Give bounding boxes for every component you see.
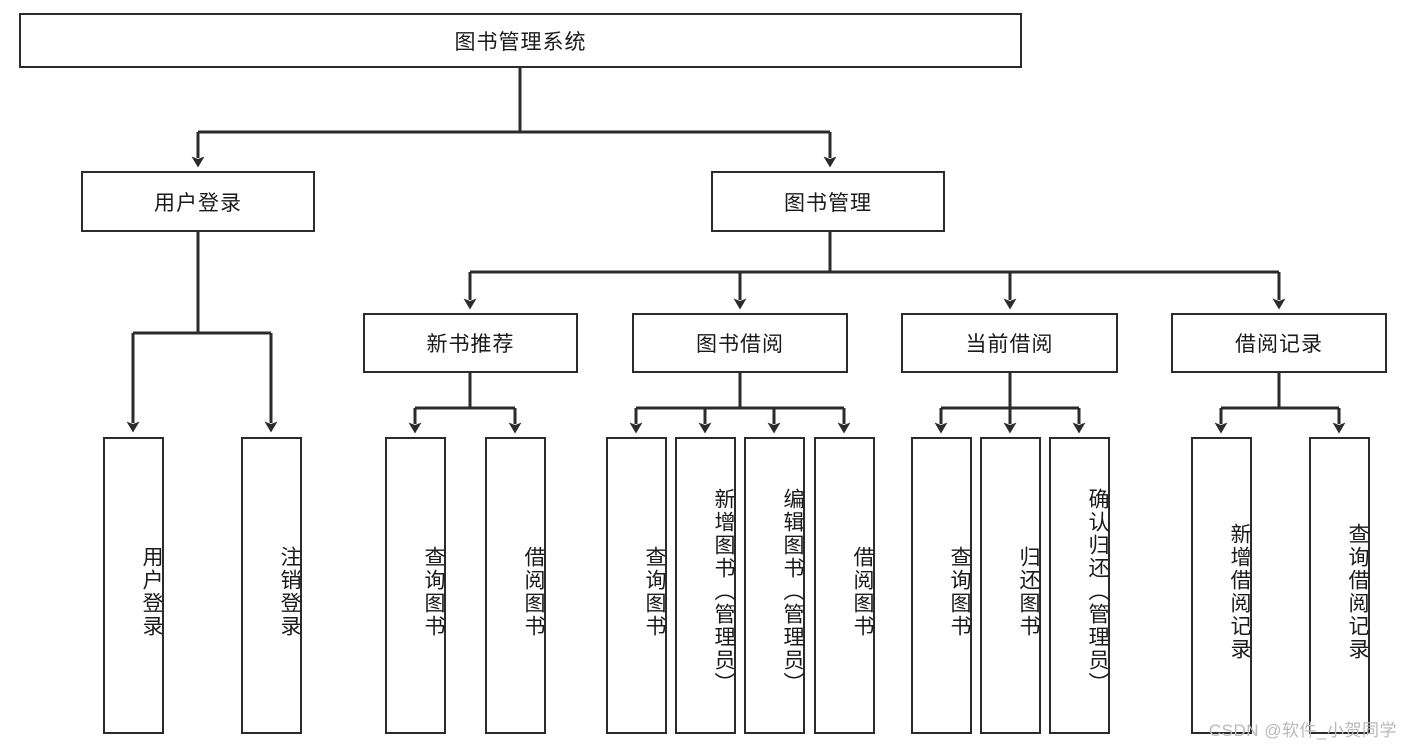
node-book-management[interactable]: 图书管理	[711, 171, 945, 232]
root-node-label: 图书管理系统	[454, 30, 587, 54]
leaf-query-book-3-label: 查询图书	[948, 545, 971, 638]
leaf-borrow-book-2-label: 借阅图书	[851, 545, 874, 638]
leaf-logout-label: 注销登录	[278, 545, 301, 638]
leaf-query-book-3[interactable]: 查询图书	[911, 437, 972, 734]
node-current-borrow[interactable]: 当前借阅	[901, 313, 1118, 373]
node-user-login[interactable]: 用户登录	[81, 171, 315, 232]
leaf-query-borrow-record[interactable]: 查询借阅记录	[1309, 437, 1370, 734]
leaf-edit-book-admin-label: 编辑图书（管理员）	[781, 488, 804, 695]
leaf-user-login[interactable]: 用户登录	[103, 437, 164, 734]
leaf-query-book-1[interactable]: 查询图书	[385, 437, 446, 734]
leaf-borrow-book-1-label: 借阅图书	[522, 545, 545, 638]
leaf-query-book-2[interactable]: 查询图书	[606, 437, 667, 734]
leaf-query-borrow-record-label: 查询借阅记录	[1346, 522, 1369, 661]
leaf-borrow-book-2[interactable]: 借阅图书	[814, 437, 875, 734]
leaf-confirm-return-admin[interactable]: 确认归还（管理员）	[1049, 437, 1110, 734]
leaf-return-book[interactable]: 归还图书	[980, 437, 1041, 734]
node-current-borrow-label: 当前借阅	[965, 333, 1054, 356]
leaf-user-login-label: 用户登录	[140, 545, 163, 638]
node-new-book-recommend-label: 新书推荐	[426, 333, 515, 356]
node-book-borrow-label: 图书借阅	[696, 333, 784, 356]
node-borrow-record[interactable]: 借阅记录	[1171, 313, 1387, 373]
node-book-borrow[interactable]: 图书借阅	[632, 313, 848, 373]
leaf-add-borrow-record[interactable]: 新增借阅记录	[1191, 437, 1252, 734]
leaf-borrow-book-1[interactable]: 借阅图书	[485, 437, 546, 734]
csdn-watermark: CSDN @软件_小贺同学	[1208, 721, 1397, 740]
leaf-confirm-return-admin-label: 确认归还（管理员）	[1086, 488, 1109, 695]
node-new-book-recommend[interactable]: 新书推荐	[363, 313, 578, 373]
leaf-query-book-2-label: 查询图书	[643, 545, 666, 638]
leaf-edit-book-admin[interactable]: 编辑图书（管理员）	[744, 437, 805, 734]
leaf-add-book-admin[interactable]: 新增图书（管理员）	[675, 437, 736, 734]
root-node-book-management-system[interactable]: 图书管理系统	[19, 13, 1022, 68]
leaf-add-book-admin-label: 新增图书（管理员）	[712, 488, 735, 695]
leaf-add-borrow-record-label: 新增借阅记录	[1228, 522, 1251, 661]
node-borrow-record-label: 借阅记录	[1235, 333, 1323, 356]
leaf-return-book-label: 归还图书	[1017, 545, 1040, 638]
node-user-login-label: 用户登录	[154, 191, 242, 215]
leaf-logout[interactable]: 注销登录	[241, 437, 302, 734]
node-book-management-label: 图书管理	[784, 191, 872, 215]
leaf-query-book-1-label: 查询图书	[422, 545, 445, 638]
